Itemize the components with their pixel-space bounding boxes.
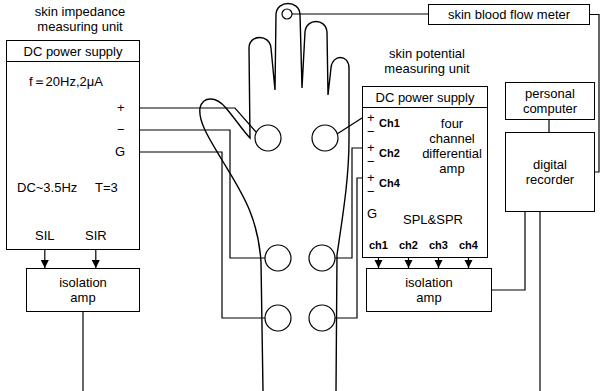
box-text: ch4 bbox=[459, 238, 478, 253]
box-text: skin blood flow meter bbox=[448, 7, 570, 22]
box-text: SIL bbox=[35, 228, 55, 243]
process-box: digital recorder bbox=[505, 132, 595, 212]
box-text: − bbox=[367, 124, 375, 139]
box-text: SIR bbox=[85, 228, 107, 243]
signal-connector bbox=[408, 258, 409, 268]
box-text: SPL&SPR bbox=[403, 212, 463, 227]
box-text: isolation amp bbox=[393, 275, 465, 305]
box-text: + bbox=[367, 140, 375, 155]
process-box: isolation amp bbox=[26, 268, 140, 312]
unit-label: skin potential measuring unit bbox=[372, 46, 482, 76]
unit-box: +Ch1−+Ch2−+Ch4−four channel differential… bbox=[362, 107, 488, 258]
box-text: + bbox=[367, 170, 375, 185]
box-text: ch3 bbox=[429, 238, 448, 253]
box-text: ch2 bbox=[399, 238, 418, 253]
box-text: f＝20Hz,2μA bbox=[29, 74, 103, 89]
box-text: T=3 bbox=[95, 180, 118, 195]
box-text: personal computer bbox=[510, 86, 590, 116]
process-box: DC power supply bbox=[6, 40, 140, 62]
box-text: + bbox=[367, 110, 375, 125]
signal-connector bbox=[438, 258, 439, 268]
box-text: DC~3.5Hz bbox=[17, 180, 77, 195]
box-text: + bbox=[117, 100, 125, 115]
box-text: isolation amp bbox=[47, 275, 119, 305]
signal-connector bbox=[468, 258, 469, 268]
box-text: ch1 bbox=[369, 238, 388, 253]
box-text: Ch4 bbox=[379, 176, 400, 191]
box-text: digital recorder bbox=[518, 157, 582, 187]
unit-label: skin impedance measuring unit bbox=[20, 4, 140, 34]
electrode-wires bbox=[83, 14, 540, 391]
box-text: − bbox=[117, 122, 125, 137]
signal-connector bbox=[378, 258, 379, 268]
box-text: G bbox=[367, 206, 377, 221]
signal-connector bbox=[95, 250, 96, 268]
process-box: skin blood flow meter bbox=[428, 4, 590, 25]
box-text: − bbox=[367, 154, 375, 169]
signal-connector bbox=[548, 120, 549, 132]
electrodes bbox=[255, 9, 338, 331]
process-box: DC power supply bbox=[362, 86, 488, 108]
box-text: DC power supply bbox=[376, 90, 475, 105]
signal-connector bbox=[44, 250, 45, 268]
process-box: personal computer bbox=[505, 82, 595, 120]
box-text: DC power supply bbox=[24, 44, 123, 59]
unit-box: f＝20Hz,2μA + − G DC~3.5Hz T=3SIL SIR bbox=[6, 61, 140, 250]
box-text: four channel differential amp bbox=[419, 116, 485, 176]
box-text: Ch2 bbox=[379, 146, 400, 161]
process-box: isolation amp bbox=[366, 268, 492, 312]
box-text: Ch1 bbox=[379, 116, 400, 131]
box-text: − bbox=[367, 184, 375, 199]
signal-connector bbox=[492, 212, 525, 290]
box-text: G bbox=[115, 144, 125, 159]
